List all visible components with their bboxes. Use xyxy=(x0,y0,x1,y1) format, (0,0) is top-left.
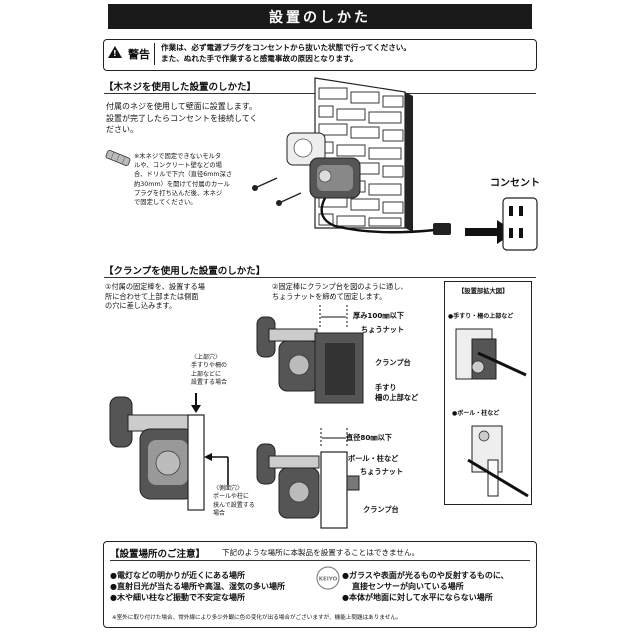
wood-screw-note: ※木ネジで固定できないモルタ ルや、コンクリート壁などの場 合、ドリルで下穴（直… xyxy=(134,152,232,207)
note-line-5: プラグを打ち込んだ後、木ネジ xyxy=(134,189,223,197)
clamp-heading: 【クランプを使用した設置のしかた】 xyxy=(104,266,266,277)
handrail-line-1: 手すり xyxy=(375,383,397,392)
step1-line-1: ①付属の固定棒を、設置する場 xyxy=(105,282,205,291)
note-line-3: 合、ドリルで下穴（直径6mm深さ xyxy=(134,171,233,179)
wall-mount-illustration xyxy=(252,77,451,235)
clamp-step-2: ②固定棒にクランプ台を図のように通し、 ちょうナットを締めて固定します。 xyxy=(272,282,408,301)
warning-icon xyxy=(108,46,122,58)
wood-screw-text-1: 付属のネジを使用して壁面に設置します。 xyxy=(106,102,257,111)
curl-plug-icon xyxy=(105,149,131,167)
warning-text: 作業は、必ず電源プラグをコンセントから抜いた状態で行ってください。 また、ぬれた… xyxy=(161,42,411,64)
note-line-4: 約30mm）を開けて付属のカール xyxy=(134,180,230,188)
step2-line-2: ちょうナットを締めて固定します。 xyxy=(272,291,387,301)
page-title: 設置のしかた xyxy=(108,4,532,29)
side-hole-2: ポールや柱に xyxy=(213,493,250,501)
caution-item: ●電灯などの明かりが近くにある場所 xyxy=(110,571,245,580)
top-hole-2: 手すりや柵の xyxy=(191,362,228,370)
caution-divider xyxy=(110,560,530,561)
wood-screw-heading: 【木ネジを使用した設置のしかた】 xyxy=(104,82,257,93)
caution-heading: 【設置場所のご注意】 xyxy=(110,549,206,560)
top-hole-3: 上部などに xyxy=(191,370,222,378)
section-divider-2 xyxy=(104,277,536,278)
outlet-illustration xyxy=(465,197,538,251)
outlet-label: コンセント xyxy=(490,178,540,189)
caution-item: ●直射日光が当たる場所や高温、湿気の多い場所 xyxy=(110,582,285,591)
caution-item: 直接センサーが向いている場所 xyxy=(352,582,464,591)
warning-label: 警告 xyxy=(107,43,155,65)
top-hole-caption: 〈上部穴〉 手すりや柵の 上部などに 設置する場合 xyxy=(191,354,227,388)
clamp-pole-illustration xyxy=(256,428,360,529)
wood-screw-text-3: ださい。 xyxy=(106,125,138,134)
detail-handrail-illustration xyxy=(455,328,527,380)
wing-nut-label: ちょうナット xyxy=(361,325,405,334)
handrail-label: 手すり 柵の上部など xyxy=(375,383,418,402)
step1-line-2: 所に合わせて上部または側面 xyxy=(105,291,199,301)
detail-pole-label: ●ボール・柱など xyxy=(452,410,500,417)
clamp-base-label: クランプ台 xyxy=(375,358,411,367)
caution-intro: 下記のような場所に本製品を設置することはできません。 xyxy=(222,548,420,557)
svg-text:KEIYO: KEIYO xyxy=(319,577,338,583)
caution-item: ●本体が地面に対して水平にならない場所 xyxy=(342,593,493,602)
thickness-label: 厚み100㎜以下 xyxy=(353,311,404,320)
pole-label: ボール・柱など xyxy=(348,454,399,463)
caution-footnote: ※室外に取り付けた場合、常外線により多少外観に色の変化が出る場合がございますが、… xyxy=(112,615,402,621)
caution-item: ●木や細い柱など振動で不安定な場所 xyxy=(110,593,245,602)
detail-title: 【設置部拡大図】 xyxy=(458,288,509,295)
clamp-step-1: ①付属の固定棒を、設置する場 所に合わせて上部または側面 の穴に差し込みます。 xyxy=(105,282,205,311)
caution-item: ●ガラスや表面が光るものや反射するものに、 xyxy=(342,571,509,580)
detail-handrail-label: ●手すり・柵の上部など xyxy=(448,313,514,320)
note-line-2: ルや、コンクリート壁などの場 xyxy=(134,162,222,170)
note-line-6: で固定してください。 xyxy=(134,199,197,207)
clamp-step1-illustration xyxy=(109,393,229,511)
side-hole-1: 〈側面穴〉 xyxy=(213,485,244,492)
warning-exclamation: ! xyxy=(113,49,117,58)
top-hole-1: 〈上部穴〉 xyxy=(191,354,222,361)
detail-box xyxy=(444,281,532,505)
side-hole-caption: 〈側面穴〉 ポールや柱に 挟んで設置する 場合 xyxy=(213,485,255,519)
step2-line-1: ②固定棒にクランプ台を図のように通し、 xyxy=(272,282,408,291)
clamp-base-label-2: クランプ台 xyxy=(363,505,399,514)
caution-box xyxy=(103,541,537,628)
detail-pole-illustration xyxy=(467,425,529,498)
warning-line-2: また、ぬれた手で作業すると感電事故の原因となります。 xyxy=(161,54,358,63)
top-hole-4: 設置する場合 xyxy=(191,379,228,387)
note-line-1: ※木ネジで固定できないモルタ xyxy=(134,153,222,160)
step1-line-3: の穴に差し込みます。 xyxy=(105,301,177,310)
side-hole-3: 挟んで設置する xyxy=(213,501,255,509)
side-hole-4: 場合 xyxy=(213,510,226,518)
warning-box xyxy=(103,39,537,71)
diameter-label: 直径80㎜以下 xyxy=(346,433,392,442)
warning-line-1: 作業は、必ず電源プラグをコンセントから抜いた状態で行ってください。 xyxy=(161,43,411,52)
wing-nut-label-2: ちょうナット xyxy=(360,467,404,476)
brand-logo-watermark: KEIYO xyxy=(316,566,340,590)
handrail-line-2: 柵の上部など xyxy=(375,392,419,402)
wood-screw-text-2: 設置が完了したらコンセントを接続してく xyxy=(106,113,258,123)
caution-left-list: ●電灯などの明かりが近くにある場所 ●直射日光が当たる場所や高温、湿気の多い場所… xyxy=(110,570,285,603)
clamp-handrail-illustration xyxy=(256,305,364,404)
caution-right-list: ●ガラスや表面が光るものや反射するものに、 直接センサーが向いている場所 ●本体… xyxy=(342,570,509,603)
wood-screw-instructions: 付属のネジを使用して壁面に設置します。 設置が完了したらコンセントを接続してく … xyxy=(106,101,258,136)
